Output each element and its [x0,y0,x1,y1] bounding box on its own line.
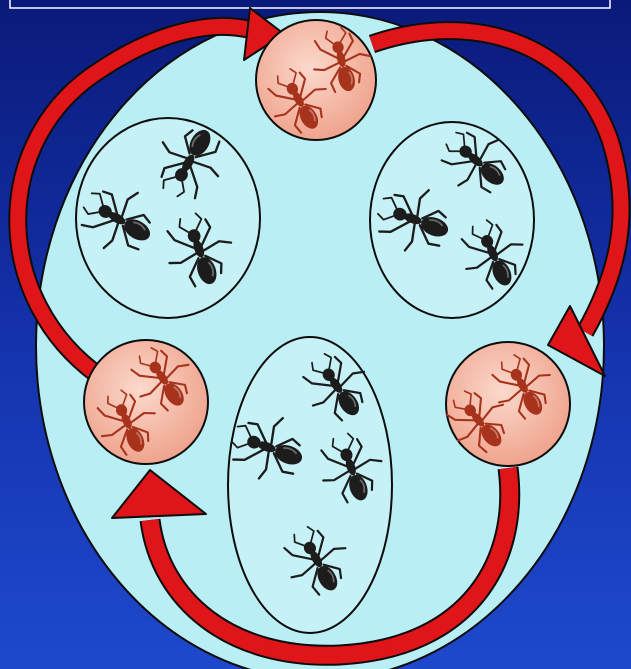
visitor-group-right-circle [446,342,570,466]
visitor-group-left-circle [84,340,208,464]
